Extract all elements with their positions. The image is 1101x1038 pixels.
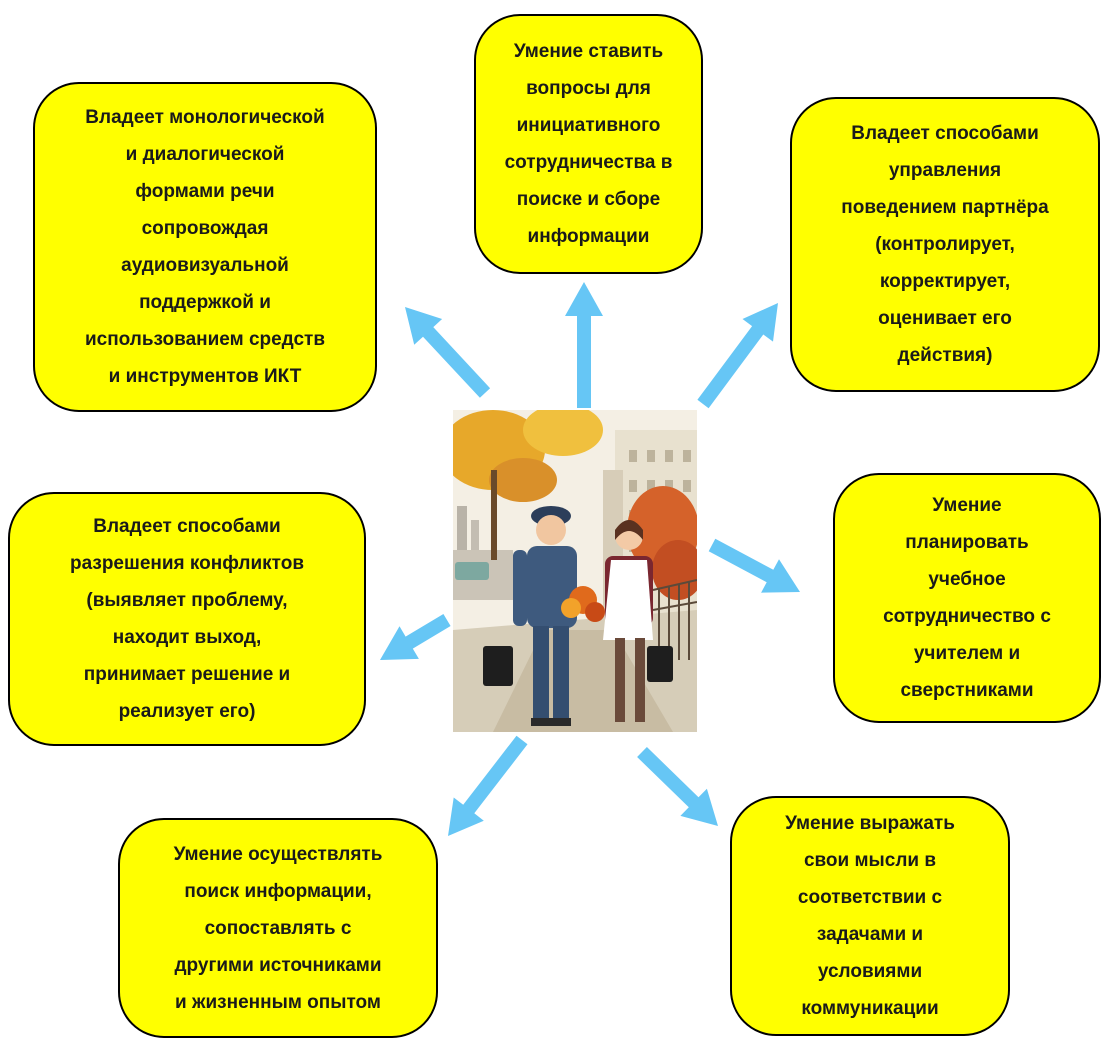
box-asking-questions: Умение ставить вопросы для инициативного… [474,14,703,274]
schoolchildren-illustration [453,410,697,732]
box-planning-cooperation-text: Умение планировать учебное сотрудничеств… [883,495,1051,701]
arrow-to-planning-cooperation [708,538,800,593]
box-conflict-resolution: Владеет способами разрешения конфликтов … [8,492,366,746]
box-information-search-text: Умение осуществлять поиск информации, со… [173,843,383,1013]
arrow-to-asking-questions [565,282,603,408]
arrow-to-conflict-resolution [380,614,451,660]
box-expressing-thoughts-text: Умение выражать свои мысли в соответстви… [785,813,955,1019]
box-planning-cooperation: Умение планировать учебное сотрудничеств… [833,473,1101,723]
box-conflict-resolution-text: Владеет способами разрешения конфликтов … [69,516,305,722]
arrow-to-expressing-thoughts [637,747,718,826]
box-asking-questions-text: Умение ставить вопросы для инициативного… [504,41,673,247]
arrow-to-partner-management [697,303,778,409]
arrow-to-information-search [448,735,528,836]
box-partner-management-text: Владеет способами управления поведением … [841,123,1049,366]
box-information-search: Умение осуществлять поиск информации, со… [118,818,438,1038]
box-expressing-thoughts: Умение выражать свои мысли в соответстви… [730,796,1010,1036]
box-monologue-dialogue: Владеет монологической и диалогической ф… [33,82,377,412]
box-monologue-dialogue-text: Владеет монологической и диалогической ф… [84,107,326,387]
box-partner-management: Владеет способами управления поведением … [790,97,1100,392]
schoolchildren-picture [453,410,697,732]
arrow-to-monologue-dialogue [405,307,491,398]
